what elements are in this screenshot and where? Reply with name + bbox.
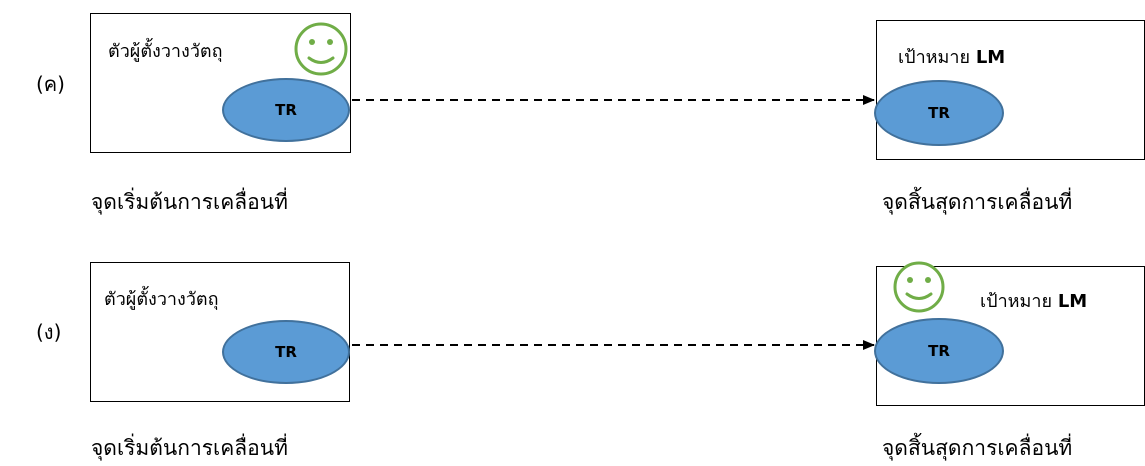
tr-ellipse: TR xyxy=(874,80,1004,146)
tr-label: TR xyxy=(928,104,950,122)
start-caption: จุดเริ่มต้นการเคลื่อนที่ xyxy=(91,436,288,460)
end-caption: จุดสิ้นสุดการเคลื่อนที่ xyxy=(882,436,1073,460)
lm-text: LM xyxy=(975,47,1006,68)
tr-label: TR xyxy=(275,101,297,119)
start-box-label: ตัวผู้ตั้งวางวัตถุ xyxy=(104,289,219,310)
start-box-label: ตัวผู้ตั้งวางวัตถุ xyxy=(108,41,223,62)
tr-label: TR xyxy=(928,342,950,360)
end-caption: จุดสิ้นสุดการเคลื่อนที่ xyxy=(882,190,1073,214)
goal-text: เป้าหมาย xyxy=(898,47,971,68)
panel-label-c: (ค) xyxy=(36,72,65,96)
start-caption: จุดเริ่มต้นการเคลื่อนที่ xyxy=(91,190,288,214)
panel-label-ng: (ง) xyxy=(36,320,62,344)
tr-label: TR xyxy=(275,343,297,361)
end-box-label: เป้าหมาย LM xyxy=(898,42,1005,71)
smiley-face-icon xyxy=(294,22,348,76)
tr-ellipse: TR xyxy=(222,320,350,384)
end-box-label: เป้าหมาย LM xyxy=(980,286,1087,315)
smiley-face-icon xyxy=(893,261,945,313)
lm-text: LM xyxy=(1057,291,1088,312)
tr-ellipse: TR xyxy=(874,318,1004,384)
tr-ellipse: TR xyxy=(222,78,350,142)
goal-text: เป้าหมาย xyxy=(980,291,1053,312)
